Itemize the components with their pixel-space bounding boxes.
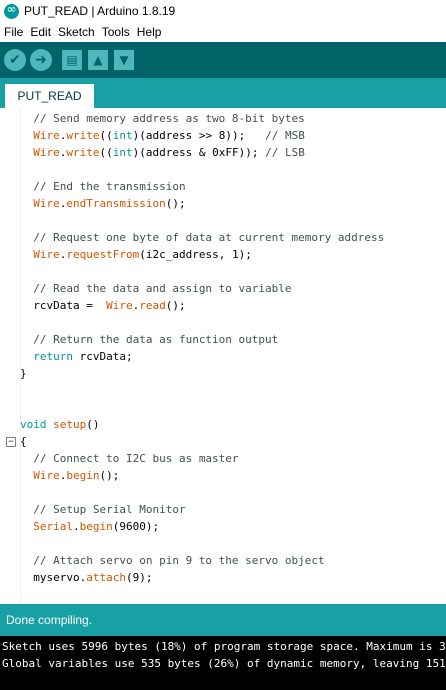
code-line: { [20, 435, 27, 448]
status-message: Done compiling. [6, 613, 93, 627]
open-up-arrow-icon: ▲ [93, 53, 103, 67]
save-button[interactable]: ▼ [114, 50, 134, 70]
code-line: myservo.attach(9); [20, 571, 153, 584]
code-line: Wire.write((int)(address >> 8)); // MSB [33, 129, 305, 142]
menu-sketch[interactable]: Sketch [58, 25, 95, 39]
code-line: // Return the data as function output [33, 333, 279, 346]
save-down-arrow-icon: ▼ [119, 53, 129, 67]
menu-file[interactable]: File [4, 25, 24, 39]
code-line: void setup() [20, 418, 100, 431]
code-line: // Request one byte of data at current m… [33, 231, 385, 244]
window-title: PUT_READ | Arduino 1.8.19 [24, 4, 176, 18]
editor-gutter [0, 108, 21, 604]
arrow-right-icon: ➜ [35, 52, 47, 68]
status-bar: Done compiling. [0, 604, 446, 636]
open-button[interactable]: ▲ [88, 50, 108, 70]
code-line: // Setup Serial Monitor [33, 503, 186, 516]
menu-bar: File Edit Sketch Tools Help [0, 22, 446, 42]
check-icon: ✔ [9, 52, 21, 68]
console-output[interactable]: Sketch uses 5996 bytes (18%) of program … [0, 636, 446, 690]
code-line: // Connect to I2C bus as master [33, 452, 239, 465]
code-line: // Attach servo on pin 9 to the servo ob… [33, 554, 325, 567]
console-line: Sketch uses 5996 bytes (18%) of program … [2, 640, 446, 653]
menu-help[interactable]: Help [136, 25, 162, 39]
code-line: Wire.write((int)(address & 0xFF)); // LS… [33, 146, 305, 159]
fold-toggle-icon[interactable]: − [6, 437, 16, 447]
code-line: // End the transmission [33, 180, 186, 193]
code-line: } [20, 367, 27, 380]
code-line: return rcvData; [33, 350, 133, 363]
title-bar: PUT_READ | Arduino 1.8.19 [0, 0, 446, 22]
code-line: // Read the data and assign to variable [33, 282, 292, 295]
toolbar: ✔ ➜ ▤ ▲ ▼ [0, 42, 446, 78]
code-editor[interactable]: // Send memory address as two 8-bit byte… [0, 108, 446, 604]
code-line: Serial.begin(9600); [33, 520, 160, 533]
arduino-logo-icon [4, 2, 19, 19]
menu-edit[interactable]: Edit [30, 25, 52, 39]
new-file-icon: ▤ [66, 53, 78, 67]
menu-tools[interactable]: Tools [101, 25, 130, 39]
code-line: rcvData = Wire.read(); [20, 299, 186, 312]
code-line: // Send memory address as two 8-bit byte… [33, 112, 305, 125]
tab-bar: PUT_READ [0, 78, 446, 108]
code-line: Wire.requestFrom(i2c_address, 1); [33, 248, 252, 261]
tab-put-read[interactable]: PUT_READ [5, 84, 94, 108]
console-line: Global variables use 535 bytes (26%) of … [2, 657, 446, 670]
code-line: Wire.endTransmission(); [33, 197, 186, 210]
code-line: Wire.begin(); [33, 469, 120, 482]
upload-button[interactable]: ➜ [30, 49, 52, 71]
new-button[interactable]: ▤ [62, 50, 82, 70]
verify-button[interactable]: ✔ [4, 49, 26, 71]
